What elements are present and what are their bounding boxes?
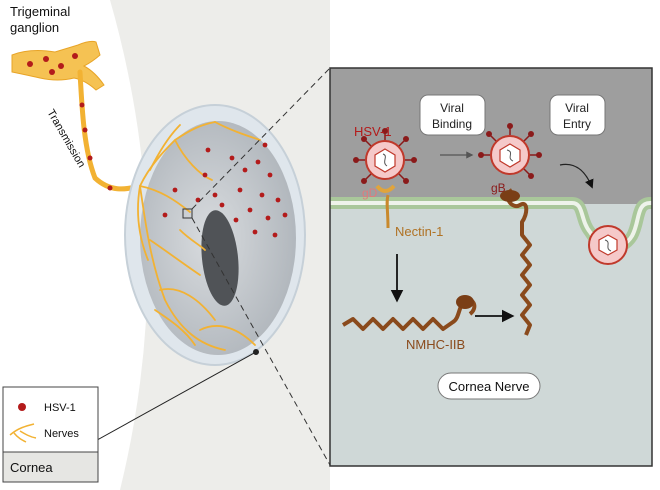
viral-binding-line2: Binding xyxy=(432,117,472,131)
nmhc-iib-coil-horizontal xyxy=(341,297,477,331)
gd-label: gD xyxy=(362,186,378,200)
nmhc-head xyxy=(456,295,474,309)
legend-cornea-label: Cornea xyxy=(10,460,53,475)
legend: HSV-1 Nerves Cornea xyxy=(2,386,99,483)
nerve-trunk xyxy=(77,69,143,192)
hsv1-label: HSV-1 xyxy=(354,124,392,139)
legend-nerves-label: Nerves xyxy=(44,428,79,440)
red-dot-icon xyxy=(18,403,26,411)
zoom-line-bottom xyxy=(191,217,331,466)
cornea-nerve-label: Cornea Nerve xyxy=(449,379,530,394)
virus-endocytosed xyxy=(588,225,628,265)
zoom-line-top xyxy=(191,67,331,210)
trigeminal-label-line1: Trigeminal xyxy=(10,4,70,19)
viral-entry-box: Viral Entry xyxy=(549,94,606,136)
viral-binding-box: Viral Binding xyxy=(419,94,486,136)
gb-label: gB xyxy=(491,181,506,195)
trigeminal-ganglion xyxy=(11,40,105,91)
virus-binding xyxy=(353,128,417,184)
nectin1-receptor xyxy=(385,194,390,229)
cornea-nerve-box: Cornea Nerve xyxy=(437,372,541,400)
nectin1-label: Nectin-1 xyxy=(395,224,443,239)
trigeminal-label-line2: ganglion xyxy=(10,20,59,35)
virus-entry-bound xyxy=(478,123,542,179)
viral-entry-line1: Viral xyxy=(565,101,589,115)
nmhc-iib-coil-vertical xyxy=(505,188,532,336)
eye xyxy=(124,104,306,366)
trunk-virus-dots xyxy=(79,102,113,191)
nerve-branch-icon xyxy=(9,423,37,443)
eye-virus-dots xyxy=(162,142,288,238)
legend-hsv1-label: HSV-1 xyxy=(44,402,76,414)
viral-binding-line1: Viral xyxy=(440,101,464,115)
entry-arrow xyxy=(559,163,594,189)
pupil xyxy=(201,210,239,306)
nmhc-iib-label: NMHC-IIB xyxy=(406,337,465,352)
gd-protein xyxy=(375,184,396,193)
viral-entry-line2: Entry xyxy=(563,117,591,131)
corneal-nerves xyxy=(137,121,261,351)
gb-protein xyxy=(500,190,520,202)
zoom-box xyxy=(182,208,193,219)
ganglion-virus-dots xyxy=(27,53,78,75)
